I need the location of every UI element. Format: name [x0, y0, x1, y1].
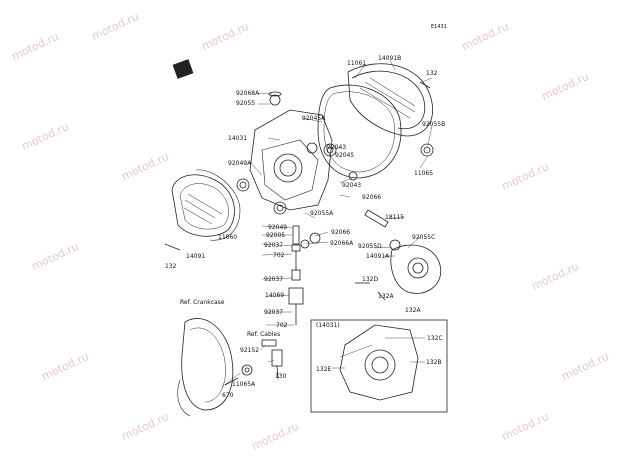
part-label: 132: [165, 263, 177, 270]
gasket-part: [317, 84, 402, 179]
front-arrow-icon: [172, 59, 194, 79]
part-label: 92049A: [228, 160, 252, 167]
part-label: 14091B: [378, 55, 402, 62]
part-label: 92043: [342, 182, 362, 189]
part-label: 130: [275, 373, 287, 380]
crankcase-part: [177, 318, 234, 417]
part-label: 92037: [264, 276, 284, 283]
part-label: 11061: [347, 60, 367, 67]
part-label: 14091A: [366, 253, 390, 260]
inset-label: (14031): [316, 322, 340, 329]
part-label: 92066A: [330, 240, 354, 247]
part-label: 14069: [265, 292, 285, 299]
part-label: 92055A: [310, 210, 334, 217]
part-label: 92152: [240, 347, 260, 354]
part-label: 92055: [236, 100, 256, 107]
part-label: 92045: [335, 152, 355, 159]
part-label: 92055D: [358, 243, 382, 250]
part-label: 92037: [264, 309, 284, 316]
sensor-part: [364, 209, 389, 228]
part-label: 92043: [327, 144, 347, 151]
part-label: 11060: [218, 234, 238, 241]
inset-case-part: [339, 324, 419, 401]
part-label: 11065: [414, 170, 434, 177]
seal-part: [236, 178, 250, 192]
left-cover-part: [171, 169, 241, 241]
part-label: 92066: [362, 194, 382, 201]
part-label: 132B: [426, 359, 442, 366]
right-cover-part: [390, 244, 442, 294]
part-label: 92068A: [236, 90, 260, 97]
part-label: 92055C: [412, 234, 436, 241]
part-label: 92066: [331, 229, 351, 236]
diagram-code: E1431: [431, 24, 447, 30]
part-label: 132A: [378, 293, 394, 300]
part-label: 132: [426, 70, 438, 77]
part-label: 92045A: [302, 115, 326, 122]
shaft-part: [288, 225, 304, 325]
part-label: 92037: [264, 242, 284, 249]
ref-crankcase-label: Ref. Crankcase: [180, 299, 225, 306]
part-label: 92049: [268, 224, 288, 231]
part-label: 670: [222, 392, 234, 399]
outer-cover-part: [347, 63, 433, 137]
part-label: 92005: [266, 232, 286, 239]
part-label: 132E: [316, 366, 332, 373]
part-label: 702: [273, 252, 285, 259]
part-label: 14091: [186, 253, 206, 260]
ref-cables-label: Ref. Cables: [247, 331, 281, 338]
part-label: 132A: [405, 307, 421, 314]
part-label: 702: [276, 322, 288, 329]
part-label: 132C: [427, 335, 443, 342]
part-label: 132D: [362, 276, 379, 283]
part-label: 14031: [228, 135, 248, 142]
part-label: 11065A: [232, 381, 256, 388]
main-case-part: [249, 91, 333, 211]
part-label: 92055B: [422, 121, 446, 128]
part-label: 18115: [385, 214, 405, 221]
